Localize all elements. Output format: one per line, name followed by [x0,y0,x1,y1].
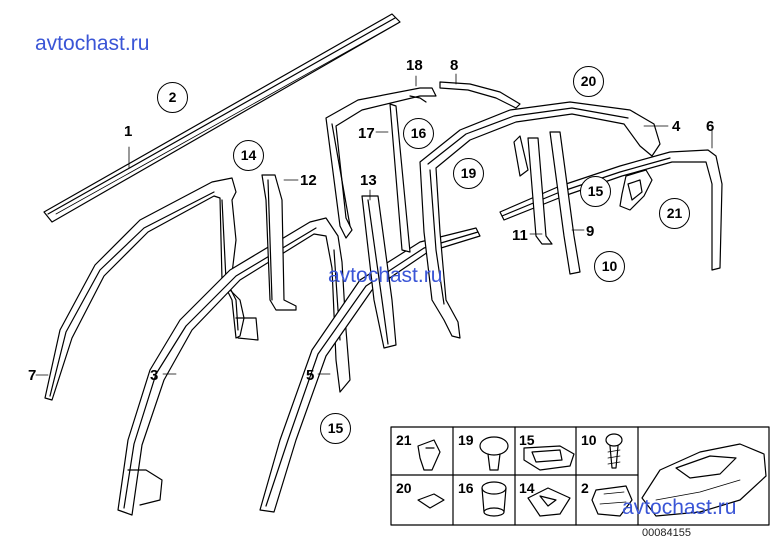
legend-screw-10 [605,433,623,469]
bracket-part-16 [619,169,653,211]
legend-clip-14 [527,487,571,517]
watermark-text: avtochast.ru [622,496,737,519]
legend-pad-20 [417,493,445,509]
label-part-3: 3 [150,367,159,384]
callout-part-21: 19 [453,158,484,189]
legend-clip-21 [417,439,441,471]
callout-part-10: 10 [594,251,625,282]
label-part-1: 1 [124,123,133,140]
pillar-trim-part-12 [261,174,299,311]
window-seal-part-4 [419,101,669,339]
label-part-7: 7 [28,367,37,384]
callout-part-20: 16 [403,118,434,149]
label-part-17: 17 [358,125,375,142]
label-part-9: 9 [586,223,595,240]
callout-part-15: 15 [320,413,351,444]
callout-part-19: 20 [573,66,604,97]
legend-plug-19 [479,436,509,471]
legend-label-10: 10 [581,432,597,448]
label-part-13: 13 [360,172,377,189]
legend-clip-2 [591,485,633,517]
legend-label-14: 14 [519,480,535,496]
label-part-18: 18 [406,57,423,74]
strip-part-11 [527,137,553,245]
pillar-trim-part-13 [361,189,397,349]
legend-label-16: 16 [458,480,474,496]
label-part-11: 11 [512,227,528,244]
label-part-8: 8 [450,57,459,74]
quarter-frame-part-17 [325,75,437,253]
label-part-12: 12 [300,172,317,189]
diagram-code: 00084155 [642,527,691,539]
legend-grommet-16 [481,481,507,517]
legend-label-20: 20 [396,480,412,496]
callout-part-2: 2 [157,82,188,113]
trim-strip-part-8 [439,73,521,109]
legend-label-19: 19 [458,432,474,448]
legend-label-15: 15 [519,432,535,448]
callout-part-16: 21 [659,198,690,229]
label-part-4: 4 [672,118,681,135]
label-part-5: 5 [306,367,315,384]
legend-clip-15 [523,445,575,471]
legend-label-2: 2 [581,480,589,496]
legend-label-21: 21 [396,432,412,448]
callout-part-14: 14 [233,140,264,171]
roof-molding-part-1 [43,13,401,223]
callout-part-15: 15 [580,176,611,207]
door-frame-part-3 [117,217,351,516]
watermark-text: avtochast.ru [328,264,443,287]
label-part-6: 6 [706,118,715,135]
watermark-text: avtochast.ru [35,32,150,55]
strip-part-9 [549,131,585,275]
legend-car-silhouette [641,443,767,517]
